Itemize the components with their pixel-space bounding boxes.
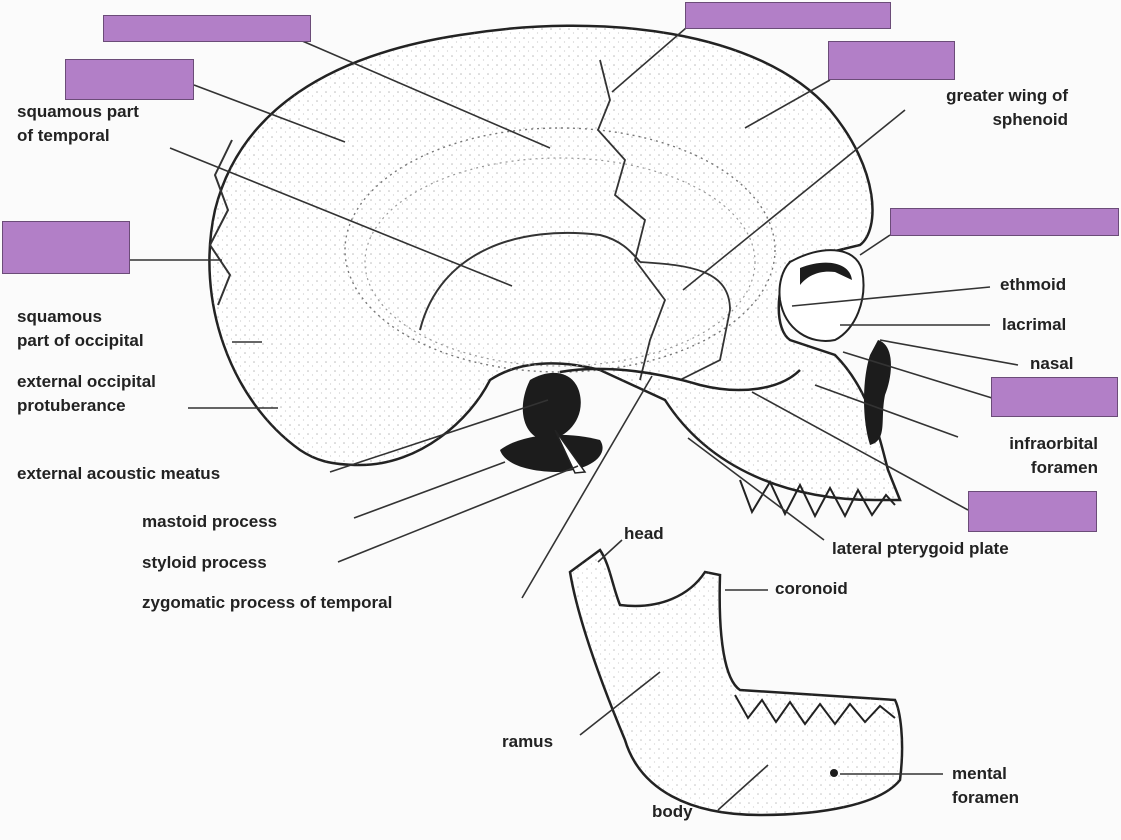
label-mental-foramen: mental foramen — [952, 762, 1019, 810]
label-external-acoustic-meatus: external acoustic meatus — [17, 462, 220, 486]
maxilla-blank[interactable] — [968, 491, 1097, 532]
label-zygomatic-process-temporal: zygomatic process of temporal — [142, 591, 392, 615]
mental-foramen-dot — [830, 769, 838, 777]
lambdoid-suture-blank[interactable] — [2, 221, 130, 274]
label-lacrimal: lacrimal — [1002, 313, 1066, 337]
parietal-blank[interactable] — [103, 15, 311, 42]
nasal-aperture — [864, 340, 891, 445]
label-styloid-process: styloid process — [142, 551, 267, 575]
label-lateral-pterygoid-plate: lateral pterygoid plate — [832, 537, 1009, 561]
frontal-blank[interactable] — [828, 41, 955, 80]
label-external-occipital-protuberance: external occipital protuberance — [17, 370, 156, 418]
label-coronoid: coronoid — [775, 577, 848, 601]
label-nasal: nasal — [1030, 352, 1073, 376]
label-greater-wing-sphenoid: greater wing of sphenoid — [900, 84, 1068, 132]
label-ethmoid: ethmoid — [1000, 273, 1066, 297]
leader-nasal — [880, 340, 1018, 365]
label-ramus: ramus — [502, 730, 553, 754]
label-squamous-occipital: squamous part of occipital — [17, 305, 144, 353]
leader-styloid — [338, 466, 578, 562]
label-body: body — [652, 800, 693, 824]
mastoid-shadow — [500, 435, 603, 472]
label-squamous-temporal: squamous part of temporal — [17, 100, 139, 148]
zygomatic-blank[interactable] — [991, 377, 1118, 417]
label-head: head — [624, 522, 664, 546]
coronal-suture-blank[interactable] — [685, 2, 891, 29]
label-mastoid-process: mastoid process — [142, 510, 277, 534]
temporal-lines-blank[interactable] — [65, 59, 194, 100]
acoustic-meatus-shadow — [523, 373, 581, 440]
orbit-blank[interactable] — [890, 208, 1119, 236]
label-infraorbital-foramen: infraorbital foramen — [940, 432, 1098, 480]
leader-mastoid — [354, 462, 505, 518]
